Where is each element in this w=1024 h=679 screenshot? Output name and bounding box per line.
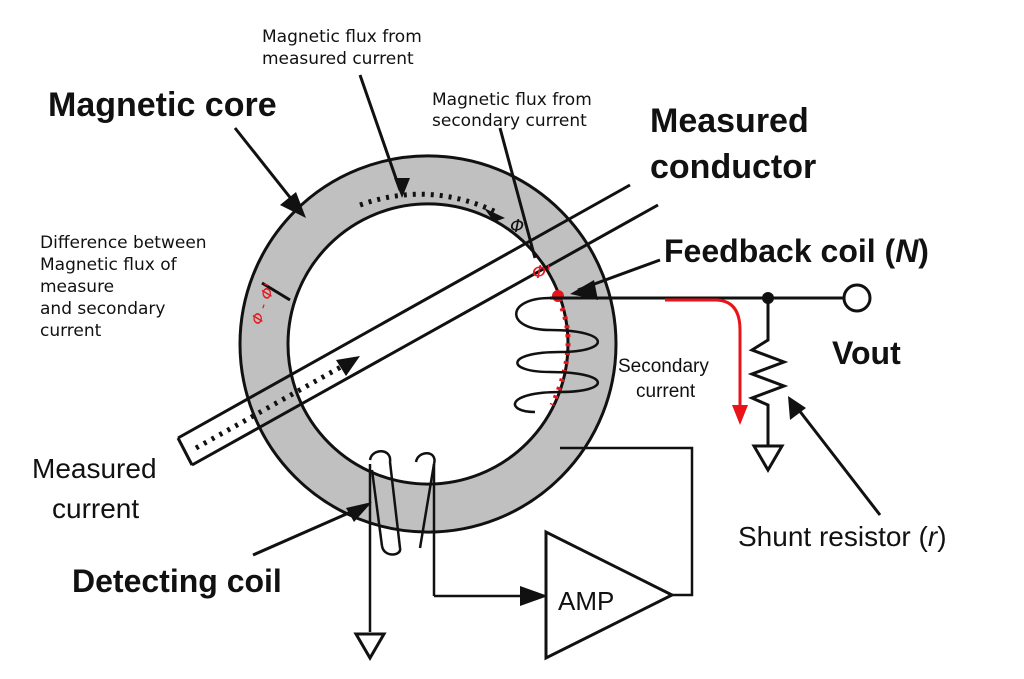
difference-label-line5: current	[40, 321, 102, 341]
measured-current-label-line1: Measured	[32, 453, 157, 484]
feedback-coil-pointer-head	[570, 280, 598, 300]
magnetic-core-pointer-head	[280, 192, 306, 218]
flux-secondary-label-line1: Magnetic flux from	[432, 90, 592, 110]
vout-terminal	[842, 283, 872, 313]
shunt-resistor	[747, 298, 789, 445]
shunt-ground	[751, 444, 785, 473]
amp-input-arrowhead	[520, 586, 548, 606]
shunt-pointer-head	[788, 396, 806, 420]
flux-measured-label-line2: measured current	[262, 49, 414, 69]
amp-label: AMP	[558, 586, 614, 616]
secondary-flux-start-dot	[552, 290, 564, 302]
feedback-coil-label: Feedback coil (N)	[664, 233, 929, 269]
detecting-coil-wiring	[368, 464, 530, 632]
secondary-current-label-line1: Secondary	[618, 356, 709, 377]
flux-measured-label-line1: Magnetic flux from	[262, 27, 422, 47]
phi-symbol: Φ	[510, 216, 524, 237]
measured-current-arrow	[194, 360, 350, 451]
measured-current-label-line2: current	[52, 493, 139, 524]
secondary-flux-arc	[549, 307, 571, 407]
shunt-resistor-label: Shunt resistor (r)	[738, 521, 947, 552]
detecting-coil-pointer-head	[346, 502, 372, 522]
secondary-current-arrow	[665, 298, 742, 410]
pointer-lines	[233, 74, 882, 557]
measured-conductor	[176, 183, 659, 467]
measured-conductor-label-line1: Measured	[650, 102, 809, 140]
detecting-coil-label: Detecting coil	[72, 563, 282, 599]
difference-label-line4: and secondary	[40, 299, 165, 319]
difference-label-line3: measure	[40, 277, 114, 297]
measured-current-arrowhead	[336, 356, 360, 376]
measured-flux-arrowhead	[484, 208, 505, 222]
difference-label-line1: Difference between	[40, 233, 207, 253]
vout-label: Vout	[832, 335, 901, 371]
difference-label-line2: Magnetic flux of	[40, 255, 178, 275]
magnetic-core-label: Magnetic core	[48, 86, 277, 124]
amp-feedback-line	[560, 446, 694, 597]
phi-prime-symbol: Φ'	[532, 262, 551, 283]
feedback-coil	[513, 296, 599, 414]
amp-block	[544, 529, 676, 661]
flux-measured-pointer-head	[394, 178, 410, 198]
secondary-current-label-line2: current	[636, 381, 696, 402]
measured-conductor-label-line2: conductor	[650, 148, 816, 186]
secondary-current-arrowhead	[732, 405, 748, 425]
detecting-ground	[353, 632, 387, 661]
detecting-coil	[368, 450, 436, 556]
flux-secondary-label-line2: secondary current	[432, 111, 587, 131]
